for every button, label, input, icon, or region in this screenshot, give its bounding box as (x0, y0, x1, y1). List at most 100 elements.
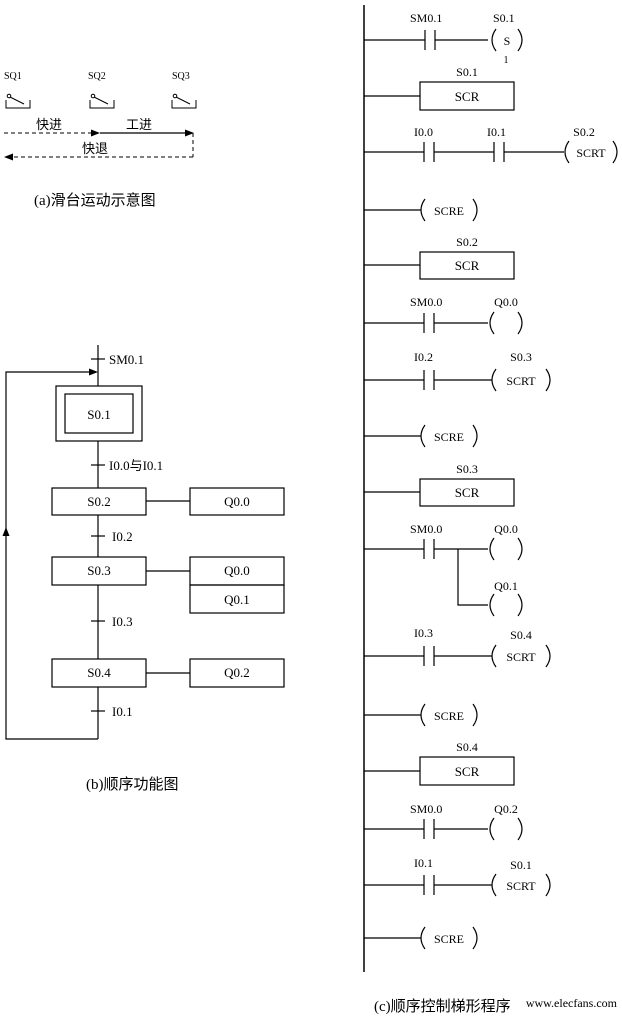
rung7-coil-label: S0.3 (510, 350, 532, 364)
watermark: www.elecfans.com (526, 996, 618, 1010)
sfc-initial-step-inner (64, 393, 134, 434)
rung14-coil-label: Q0.2 (494, 802, 518, 816)
rung1-coil-label: S0.1 (493, 11, 515, 25)
rung7-coil-fn: SCRT (506, 374, 536, 388)
limit-switch-label-sq3: SQ3 (172, 71, 190, 82)
caption-b: (b)顺序功能图 (86, 776, 179, 793)
rung13-box-label: S0.4 (456, 740, 478, 754)
rung1-coil-left (491, 28, 497, 52)
work-forward-arrowhead (185, 129, 194, 137)
rung12-coil-fn: SCRE (434, 709, 464, 723)
limit-switch-label-sq1: SQ1 (4, 71, 22, 82)
fast-return-label: 快退 (82, 141, 108, 156)
ladder-rung-1: SM0.1 S0.1 S 1 (364, 11, 523, 66)
panel-a-slide-motion: SQ1 SQ2 SQ3 快进 工进 快退 (a)滑台运动示意图 (4, 71, 197, 209)
rung6-contact-label: SM0.0 (410, 295, 442, 309)
sfc-transition-sm01: SM0.1 (109, 352, 144, 367)
sfc-step-s01: S0.1 (87, 407, 110, 422)
ladder-rung-8: SCRE (364, 424, 478, 448)
ladder-rung-11: I0.3 S0.4 SCRT (364, 626, 551, 668)
rung5-scr-box (419, 251, 515, 280)
rung1-coil-count: 1 (504, 55, 509, 66)
ladder-rung-2: S0.1 SCR (364, 65, 515, 111)
rung1-contact-label: SM0.1 (410, 11, 442, 25)
ladder-rung-15: I0.1 S0.1 SCRT (364, 856, 551, 897)
rung10-branch (457, 549, 488, 606)
fast-forward-label: 快进 (36, 117, 62, 132)
rung1-coil-right (517, 28, 523, 52)
sfc-step-s02: S0.2 (87, 494, 110, 509)
rung3-contact2-label: I0.1 (487, 125, 506, 139)
ladder-rung-4: SCRE (364, 198, 478, 222)
sfc-transition-2: I0.2 (112, 529, 133, 544)
limit-switch-sq1-icon (5, 93, 31, 109)
caption-c: (c)顺序控制梯形程序 (374, 998, 511, 1015)
panel-b-sfc: SM0.1 S0.1 I0.0与I0.1 S0.2 Q0.0 I0.2 S0.3… (2, 345, 285, 793)
sfc-action-q01: Q0.1 (224, 592, 250, 607)
rung4-coil-fn: SCRE (434, 204, 464, 218)
ladder-rung-5: S0.2 SCR (364, 235, 515, 280)
fast-forward-arrowhead (91, 129, 100, 137)
rung15-coil-fn: SCRT (506, 879, 536, 893)
rung6-coil-label: Q0.0 (494, 295, 518, 309)
rung1-coil-fn: S (504, 34, 511, 48)
limit-switch-sq2-icon (89, 93, 115, 109)
rung15-coil-label: S0.1 (510, 858, 532, 872)
rung2-box-label: S0.1 (456, 65, 478, 79)
ladder-rung-3: I0.0 I0.1 S0.2 SCRT (364, 125, 618, 164)
sfc-return-up-arrowhead (2, 527, 10, 536)
ladder-rung-10: SM0.0 Q0.0 Q0.1 (364, 522, 523, 617)
rung7-contact-label: I0.2 (414, 350, 433, 364)
sfc-return-right-arrowhead (89, 368, 98, 376)
rung3-coil-fn: SCRT (576, 146, 606, 160)
rung11-coil-fn: SCRT (506, 650, 536, 664)
ladder-rung-16: SCRE (364, 926, 478, 950)
panel-c-ladder: SM0.1 S0.1 S 1 S0.1 SCR I0.0 I0.1 S0.2 (363, 5, 618, 1015)
sfc-step-s03: S0.3 (87, 563, 110, 578)
ladder-rung-14: SM0.0 Q0.2 (364, 802, 523, 841)
ladder-rung-7: I0.2 S0.3 SCRT (364, 350, 551, 392)
sfc-transition-1: I0.0与I0.1 (109, 458, 163, 473)
rung16-coil-fn: SCRE (434, 932, 464, 946)
ladder-rung-13: S0.4 SCR (364, 740, 515, 786)
ladder-rung-6: SM0.0 Q0.0 (364, 295, 523, 335)
rung10-coil-label: Q0.0 (494, 522, 518, 536)
ladder-rung-12: SCRE (364, 703, 478, 727)
sfc-action-q00-box (189, 487, 285, 516)
work-forward-label: 工进 (126, 117, 152, 132)
rung3-coil-label: S0.2 (573, 125, 595, 139)
sfc-transition-3: I0.3 (112, 614, 133, 629)
sfc-transition-4: I0.1 (112, 704, 133, 719)
rung14-contact-label: SM0.0 (410, 802, 442, 816)
rung13-scr-box (419, 756, 515, 786)
rung9-scr-box (419, 478, 515, 507)
sfc-action-q02-box (189, 658, 285, 688)
rung2-scr-box (419, 81, 515, 111)
rung8-coil-fn: SCRE (434, 430, 464, 444)
rung5-box-text: SCR (455, 258, 480, 273)
rung13-box-text: SCR (455, 764, 480, 779)
fast-return-arrowhead (4, 153, 13, 161)
sfc-step-s04: S0.4 (87, 665, 111, 680)
rung3-contact1-label: I0.0 (414, 125, 433, 139)
caption-a: (a)滑台运动示意图 (34, 191, 156, 209)
rung2-box-text: SCR (455, 89, 480, 104)
rung9-box-label: S0.3 (456, 462, 478, 476)
sfc-action-q00: Q0.0 (224, 494, 250, 509)
ladder-rung-9: S0.3 SCR (364, 462, 515, 507)
rung9-box-text: SCR (455, 485, 480, 500)
limit-switch-sq3-icon (171, 93, 197, 109)
sfc-action-q02: Q0.2 (224, 665, 250, 680)
sfc-initial-step-outer (55, 385, 143, 442)
limit-switch-label-sq2: SQ2 (88, 71, 106, 82)
rung5-box-label: S0.2 (456, 235, 478, 249)
rung10-contact-label: SM0.0 (410, 522, 442, 536)
rung10-coil2-label: Q0.1 (494, 579, 518, 593)
rung11-coil-label: S0.4 (510, 628, 532, 642)
sfc-action-q01-box (189, 584, 285, 614)
sfc-action-q00-2: Q0.0 (224, 563, 250, 578)
sfc-return-loop (5, 371, 98, 740)
rung11-contact-label: I0.3 (414, 626, 433, 640)
rung15-contact-label: I0.1 (414, 856, 433, 870)
